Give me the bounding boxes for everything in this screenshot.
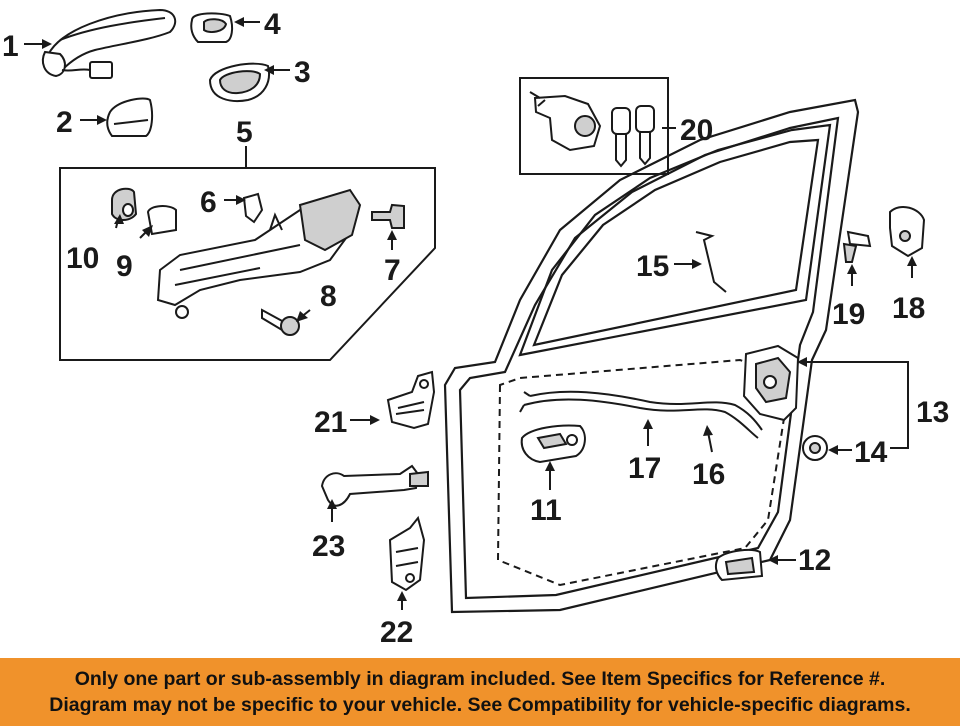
lock-rod	[695, 231, 727, 293]
callout-12: 12	[798, 544, 831, 577]
lower-hinge	[388, 515, 426, 592]
door-lock-actuator	[742, 344, 800, 422]
callout-4: 4	[264, 8, 281, 41]
callout-7: 7	[384, 254, 401, 287]
callout-21: 21	[314, 406, 347, 439]
callout-8: 8	[320, 280, 337, 313]
upper-hinge	[386, 370, 436, 430]
callout-16: 16	[692, 458, 725, 491]
leader-lines	[24, 17, 917, 610]
callout-13: 13	[916, 396, 949, 429]
callout-17: 17	[628, 452, 661, 485]
striker-screw	[842, 230, 872, 263]
callout-9: 9	[116, 250, 133, 283]
grommet	[802, 435, 828, 461]
door-check	[320, 464, 429, 507]
callout-20: 20	[680, 114, 713, 147]
callout-2: 2	[56, 106, 73, 139]
door-outline	[443, 98, 860, 614]
callout-3: 3	[294, 56, 311, 89]
handle-bezel	[208, 62, 270, 102]
callout-6: 6	[200, 186, 217, 219]
callout-11: 11	[530, 494, 562, 527]
callout-18: 18	[892, 292, 925, 325]
lock-cylinder-set	[519, 77, 669, 175]
callout-19: 19	[832, 298, 865, 331]
callout-5: 5	[236, 116, 253, 149]
callout-23: 23	[312, 530, 345, 563]
inside-handle-cover	[714, 549, 764, 582]
callout-10: 10	[66, 242, 99, 275]
callout-1: 1	[2, 30, 19, 63]
callout-14: 14	[854, 436, 888, 469]
disclaimer-line-1: Only one part or sub-assembly in diagram…	[74, 668, 886, 690]
disclaimer-banner: Only one part or sub-assembly in diagram…	[0, 658, 960, 726]
lock-cables	[519, 390, 763, 439]
callout-15: 15	[636, 250, 669, 283]
door-striker	[889, 205, 926, 258]
door-parts-diagram: 1 2 3 4 5 6 7 8 9 10 11 12 13 14 15 16 1…	[2, 8, 949, 649]
inside-door-handle	[520, 424, 586, 464]
handle-cover	[106, 97, 154, 137]
handle-cap-small	[190, 12, 234, 43]
handle-frame-assembly	[59, 167, 436, 361]
callout-numbers: 1 2 3 4 5 6 7 8 9 10 11 12 13 14 15 16 1…	[2, 8, 949, 649]
outside-door-handle	[41, 8, 177, 79]
callout-22: 22	[380, 616, 413, 649]
clip-part	[242, 192, 264, 224]
disclaimer-line-2: Diagram may not be specific to your vehi…	[49, 694, 911, 716]
